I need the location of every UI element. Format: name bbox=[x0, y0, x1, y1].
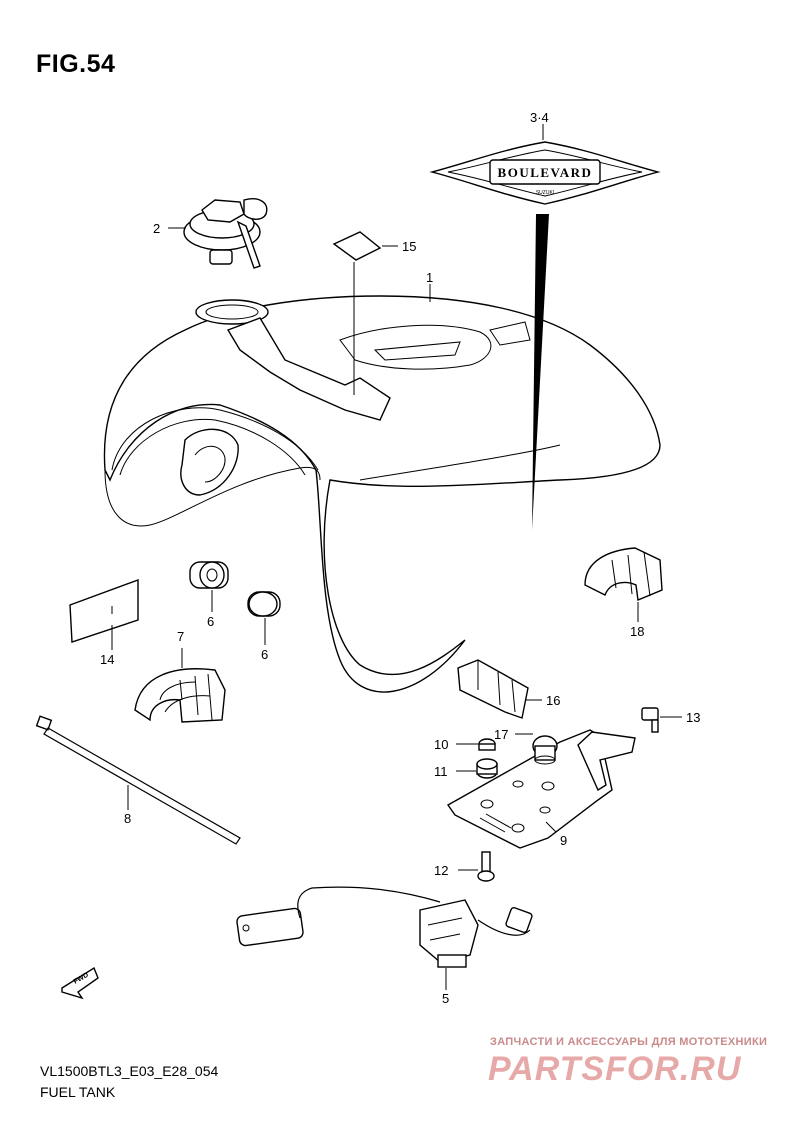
rubber-17 bbox=[532, 735, 558, 765]
callout-10: 10 bbox=[434, 737, 448, 752]
callout-12: 12 bbox=[434, 863, 448, 878]
callout-17: 17 bbox=[494, 727, 508, 742]
leader-lines bbox=[111, 124, 682, 990]
callout-5: 5 bbox=[442, 991, 449, 1006]
callout-18: 18 bbox=[630, 624, 644, 639]
cushion-18 bbox=[584, 547, 663, 601]
label-15 bbox=[332, 231, 382, 261]
fuel-tank bbox=[103, 295, 661, 693]
model-code: VL1500BTL3_E03_E28_054 bbox=[40, 1063, 219, 1079]
cushion-7 bbox=[134, 668, 226, 723]
watermark-brand: PARTSFOR.RU bbox=[488, 1050, 742, 1088]
callout-16: 16 bbox=[546, 693, 560, 708]
callout-11: 11 bbox=[434, 764, 448, 779]
grommet-11 bbox=[476, 758, 498, 779]
bolt-12 bbox=[477, 851, 495, 882]
callout-1: 1 bbox=[426, 270, 433, 285]
figure-subtitle: FUEL TANK bbox=[40, 1084, 116, 1100]
watermark-tagline: ЗАПЧАСТИ И АКСЕССУАРЫ ДЛЯ МОТОТЕХНИКИ bbox=[490, 1036, 768, 1048]
figure-title: FIG.54 bbox=[36, 50, 116, 78]
callout-14: 14 bbox=[100, 652, 114, 667]
damper-6b bbox=[247, 591, 281, 617]
callout-3-4: 3·4 bbox=[530, 110, 549, 125]
fwd-arrow: FWD bbox=[61, 966, 99, 1000]
callout-7: 7 bbox=[177, 629, 184, 644]
emblem-sub-text: SUZUKI bbox=[536, 190, 554, 196]
callout-15: 15 bbox=[402, 239, 416, 254]
callout-8: 8 bbox=[124, 811, 131, 826]
callout-6a: 6 bbox=[207, 614, 214, 629]
callout-2: 2 bbox=[153, 221, 160, 236]
nut-10 bbox=[478, 738, 496, 751]
boulevard-emblem: BOULEVARD SUZUKI bbox=[429, 141, 661, 205]
label-14 bbox=[69, 578, 139, 643]
callout-13: 13 bbox=[686, 710, 700, 725]
callout-9: 9 bbox=[560, 833, 567, 848]
bolt-13 bbox=[641, 707, 659, 733]
callout-6b: 6 bbox=[261, 647, 268, 662]
callout-labels: 1 2 3·4 5 6 6 7 8 9 10 11 12 13 14 15 16… bbox=[100, 110, 700, 1006]
emblem-text: BOULEVARD bbox=[498, 165, 593, 180]
damper-6a bbox=[189, 561, 229, 589]
pad-16 bbox=[457, 659, 529, 719]
fuel-sender-5 bbox=[236, 886, 533, 968]
fuel-cap bbox=[183, 198, 268, 269]
emblem-pointer bbox=[532, 214, 549, 530]
bracket-plate-9 bbox=[446, 729, 636, 849]
cable-tie bbox=[35, 715, 241, 845]
